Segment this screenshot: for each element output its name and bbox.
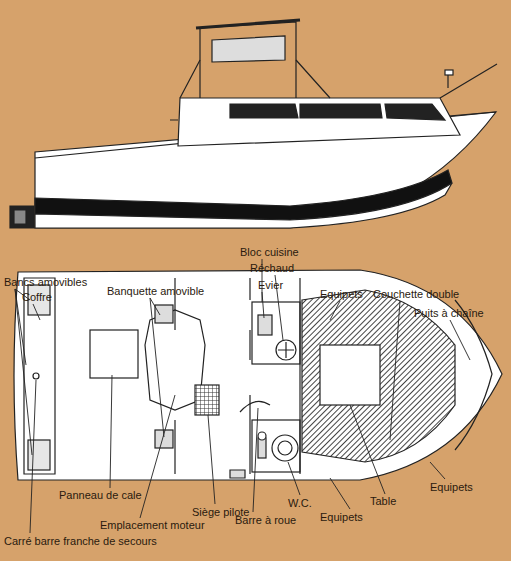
- part-label: Bancs amovibles: [4, 276, 87, 288]
- part-label: Equipets: [320, 511, 363, 523]
- part-label: Réchaud: [250, 262, 294, 274]
- part-label: Equipets: [320, 288, 363, 300]
- part-label: Coffre: [22, 291, 52, 303]
- part-label: Table: [370, 495, 396, 507]
- part-label: Barre à roue: [235, 514, 296, 526]
- plan-view: [14, 270, 502, 480]
- part-label: Carré barre franche de secours: [4, 535, 157, 547]
- part-label: Evier: [258, 279, 283, 291]
- part-label: Couchette double: [373, 288, 459, 300]
- part-label: Banquette amovible: [107, 285, 204, 297]
- leader-lines: [15, 259, 470, 533]
- part-label: Panneau de cale: [59, 489, 142, 501]
- part-label: Equipets: [430, 481, 473, 493]
- part-label: Puits à chaîne: [414, 307, 484, 319]
- part-label: W.C.: [288, 497, 312, 509]
- side-view: [10, 20, 497, 228]
- part-label: Bloc cuisine: [240, 246, 299, 258]
- part-label: Emplacement moteur: [100, 519, 205, 531]
